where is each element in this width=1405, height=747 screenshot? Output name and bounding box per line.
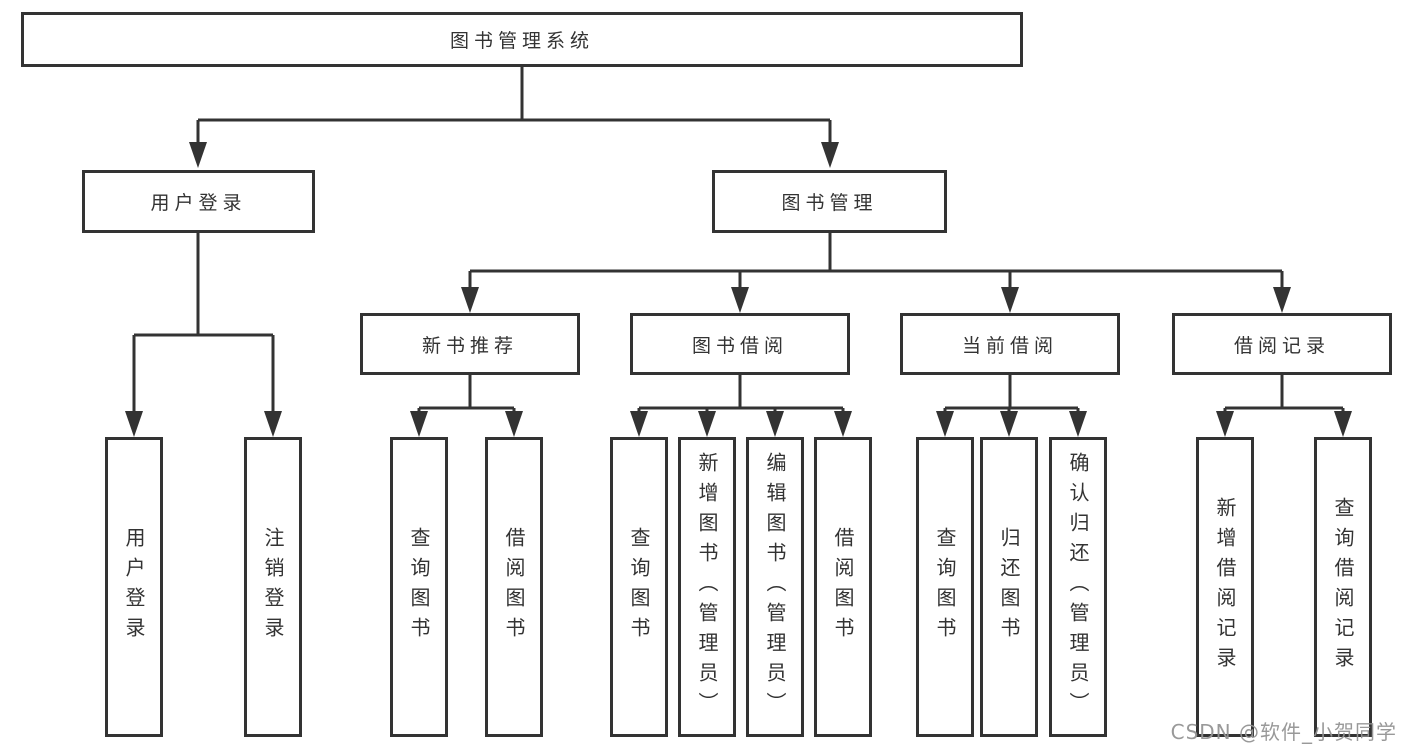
node-label: 图书借阅: [691, 334, 788, 357]
leaf-user-login: 用户登录: [105, 437, 163, 737]
node-library-management-system: 图书管理系统: [21, 12, 1023, 67]
leaf-label: 查询图书: [407, 527, 431, 647]
leaf-borrow-books-recommend: 借阅图书: [485, 437, 543, 737]
node-new-book-recommend: 新书推荐: [360, 313, 580, 375]
leaf-label: 注销登录: [261, 527, 285, 647]
leaf-query-books-recommend: 查询图书: [390, 437, 448, 737]
node-book-management: 图书管理: [712, 170, 947, 233]
node-user-login: 用户登录: [82, 170, 315, 233]
leaf-edit-books-admin: 编辑图书（管理员）: [746, 437, 804, 737]
node-label: 借阅记录: [1233, 334, 1330, 357]
leaf-label: 借阅图书: [502, 527, 526, 647]
leaf-add-books-admin: 新增图书（管理员）: [678, 437, 736, 737]
leaf-label: 查询图书: [627, 527, 651, 647]
leaf-label: 用户登录: [122, 527, 146, 647]
leaf-label: 新增图书（管理员）: [695, 452, 719, 722]
leaf-label: 归还图书: [997, 527, 1021, 647]
arrowheads: [125, 142, 1352, 437]
node-label: 当前借阅: [961, 334, 1058, 357]
leaf-label: 查询借阅记录: [1331, 497, 1355, 677]
leaf-query-books-current: 查询图书: [916, 437, 974, 737]
leaf-add-borrow-record: 新增借阅记录: [1196, 437, 1254, 737]
csdn-watermark: CSDN @软件_小贺同学: [1170, 720, 1397, 744]
leaf-label: 借阅图书: [831, 527, 855, 647]
node-label: 用户登录: [150, 192, 247, 214]
leaf-label: 新增借阅记录: [1213, 497, 1237, 677]
leaf-label: 编辑图书（管理员）: [763, 452, 787, 722]
node-book-borrow: 图书借阅: [630, 313, 850, 375]
leaf-query-borrow-record: 查询借阅记录: [1314, 437, 1372, 737]
node-label: 新书推荐: [421, 334, 518, 357]
leaf-query-books-borrow: 查询图书: [610, 437, 668, 737]
leaf-return-books: 归还图书: [980, 437, 1038, 737]
node-borrow-records: 借阅记录: [1172, 313, 1392, 375]
leaf-borrow-books: 借阅图书: [814, 437, 872, 737]
leaf-logout: 注销登录: [244, 437, 302, 737]
node-current-borrow: 当前借阅: [900, 313, 1120, 375]
leaf-confirm-return-admin: 确认归还（管理员）: [1049, 437, 1107, 737]
leaf-label: 查询图书: [933, 527, 957, 647]
leaf-label: 确认归还（管理员）: [1066, 452, 1090, 722]
node-label: 图书管理系统: [449, 30, 594, 52]
node-label: 图书管理: [781, 192, 878, 214]
